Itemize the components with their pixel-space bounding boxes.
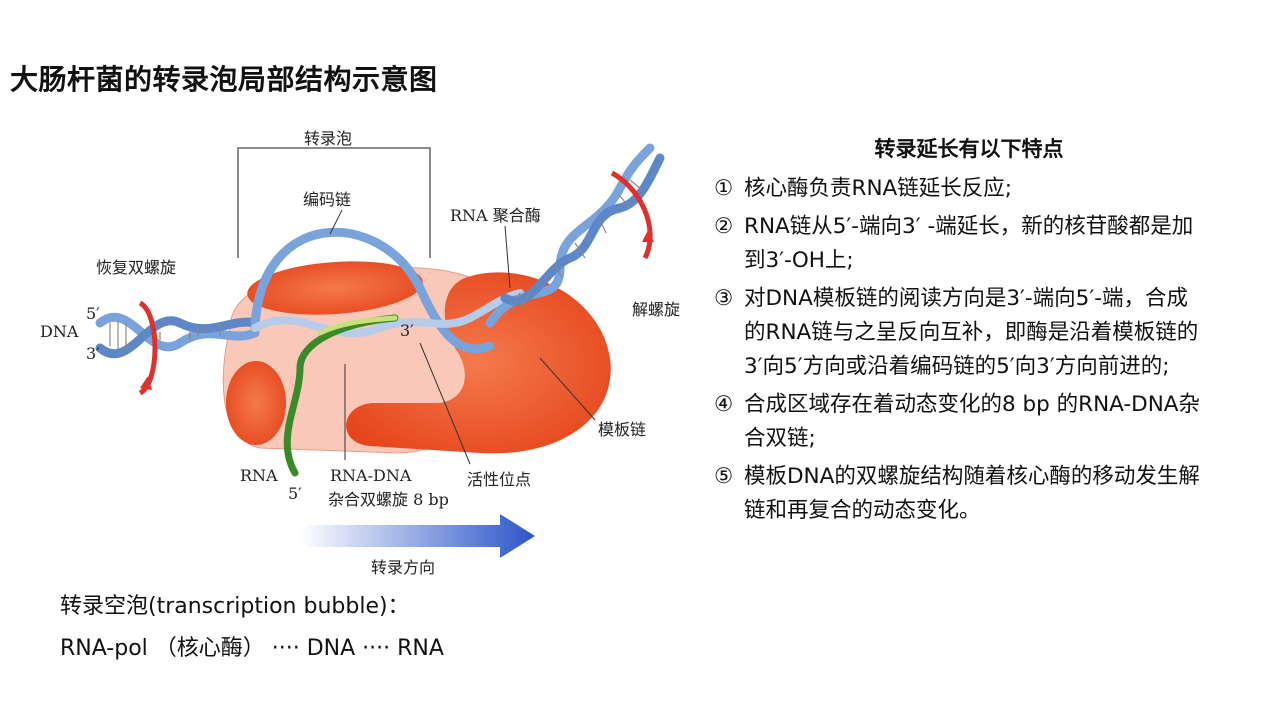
rna-hybrid xyxy=(317,315,398,336)
feature-item: ① 核心酶负责RNA链延长反应; xyxy=(714,172,1274,206)
coding-strand xyxy=(250,227,495,354)
direction-arrow xyxy=(300,514,535,558)
dna-right-helix xyxy=(485,143,665,328)
feature-line: 核心酶负责RNA链延长反应; xyxy=(744,176,1012,201)
rewind-label: 恢复双螺旋 xyxy=(96,258,177,277)
active-site-label: 活性位点 xyxy=(467,470,532,489)
feature-item: ② RNA链从5′-端向3′ -端延长，新的核苷酸都是加 到3′-OH上; xyxy=(714,210,1274,278)
three-prime-left-label: 3′ xyxy=(86,344,100,363)
five-prime-top-label: 5′ xyxy=(86,304,100,323)
feature-item: ③ 对DNA模板链的阅读方向是3′-端向5′-端，合成 的RNA链与之呈反向互补，… xyxy=(714,282,1274,384)
rna-label: RNA xyxy=(240,466,278,485)
feature-number: ② xyxy=(714,214,734,239)
leader-lines xyxy=(329,209,596,465)
feature-line: 到3′-OH上; xyxy=(744,248,854,273)
unwind-arrow-head xyxy=(642,230,654,242)
feature-line: 合双链; xyxy=(744,426,816,451)
feature-number: ④ xyxy=(714,392,734,417)
diagram-drawing xyxy=(95,143,665,558)
hybrid-label-line2: 杂合双螺旋 8 bp xyxy=(328,490,449,509)
dna-label: DNA xyxy=(40,322,79,341)
rna-strand xyxy=(283,314,399,477)
feature-line: 的RNA链与之呈反向互补，即酶是沿着模板链的 xyxy=(744,320,1199,345)
enzyme-main-domain xyxy=(346,272,611,454)
template-strand-label: 模板链 xyxy=(598,420,647,439)
rewind-arrow-head xyxy=(140,376,152,390)
rna-five-prime-label: 5′ xyxy=(288,484,302,503)
direction-label: 转录方向 xyxy=(371,558,436,577)
bubble-label: 转录泡 xyxy=(304,129,353,148)
feature-line: RNA链从5′-端向3′ -端延长，新的核苷酸都是加 xyxy=(744,214,1194,239)
enzyme-top-domain xyxy=(247,261,423,315)
feature-line: 3′向5′方向或沿着编码链的5′向3′方向前进的; xyxy=(744,354,1170,379)
unwind-label: 解螺旋 xyxy=(632,300,681,319)
three-prime-rna-label: 3′ xyxy=(400,321,414,340)
feature-line: 对DNA模板链的阅读方向是3′-端向5′-端，合成 xyxy=(744,286,1188,311)
feature-item: ④ 合成区域存在着动态变化的8 bp 的RNA-DNA杂 合双链; xyxy=(714,388,1274,456)
dna-left-helix xyxy=(95,312,260,359)
page-title: 大肠杆菌的转录泡局部结构示意图 xyxy=(10,63,438,96)
feature-item: ⑤ 模板DNA的双螺旋结构随着核心酶的移动发生解 链和再复合的动态变化。 xyxy=(714,460,1274,528)
template-strand xyxy=(251,289,524,338)
features-heading: 转录延长有以下特点 xyxy=(874,137,1064,161)
feature-line: 合成区域存在着动态变化的8 bp 的RNA-DNA杂 xyxy=(744,392,1201,417)
rna-pol-label: RNA 聚合酶 xyxy=(450,206,541,225)
unwind-rotation-arrow xyxy=(610,170,653,260)
enzyme-left-domain xyxy=(226,361,286,445)
coding-strand-label: 编码链 xyxy=(303,190,352,209)
hybrid-label-line1: RNA-DNA xyxy=(330,466,412,485)
feature-number: ③ xyxy=(714,286,734,311)
bubble-bracket xyxy=(237,147,431,258)
feature-number: ⑤ xyxy=(714,464,734,489)
feature-number: ① xyxy=(714,176,734,201)
bubble-diagram: 转录泡 编码链 RNA 聚合酶 恢复双螺旋 DNA 5′ 3′ 3′ 解螺旋 模… xyxy=(0,118,700,588)
caption-line1: 转录空泡(transcription bubble)： xyxy=(60,594,410,619)
features-panel: 转录延长有以下特点 ① 核心酶负责RNA链延长反应; ② RNA链从5′-端向3′ … xyxy=(714,132,1274,532)
feature-line: 模板DNA的双螺旋结构随着核心酶的移动发生解 xyxy=(744,464,1200,489)
caption-line2: RNA-pol （核心酶） ···· DNA ···· RNA xyxy=(60,636,444,661)
feature-line: 链和再复合的动态变化。 xyxy=(744,498,981,523)
